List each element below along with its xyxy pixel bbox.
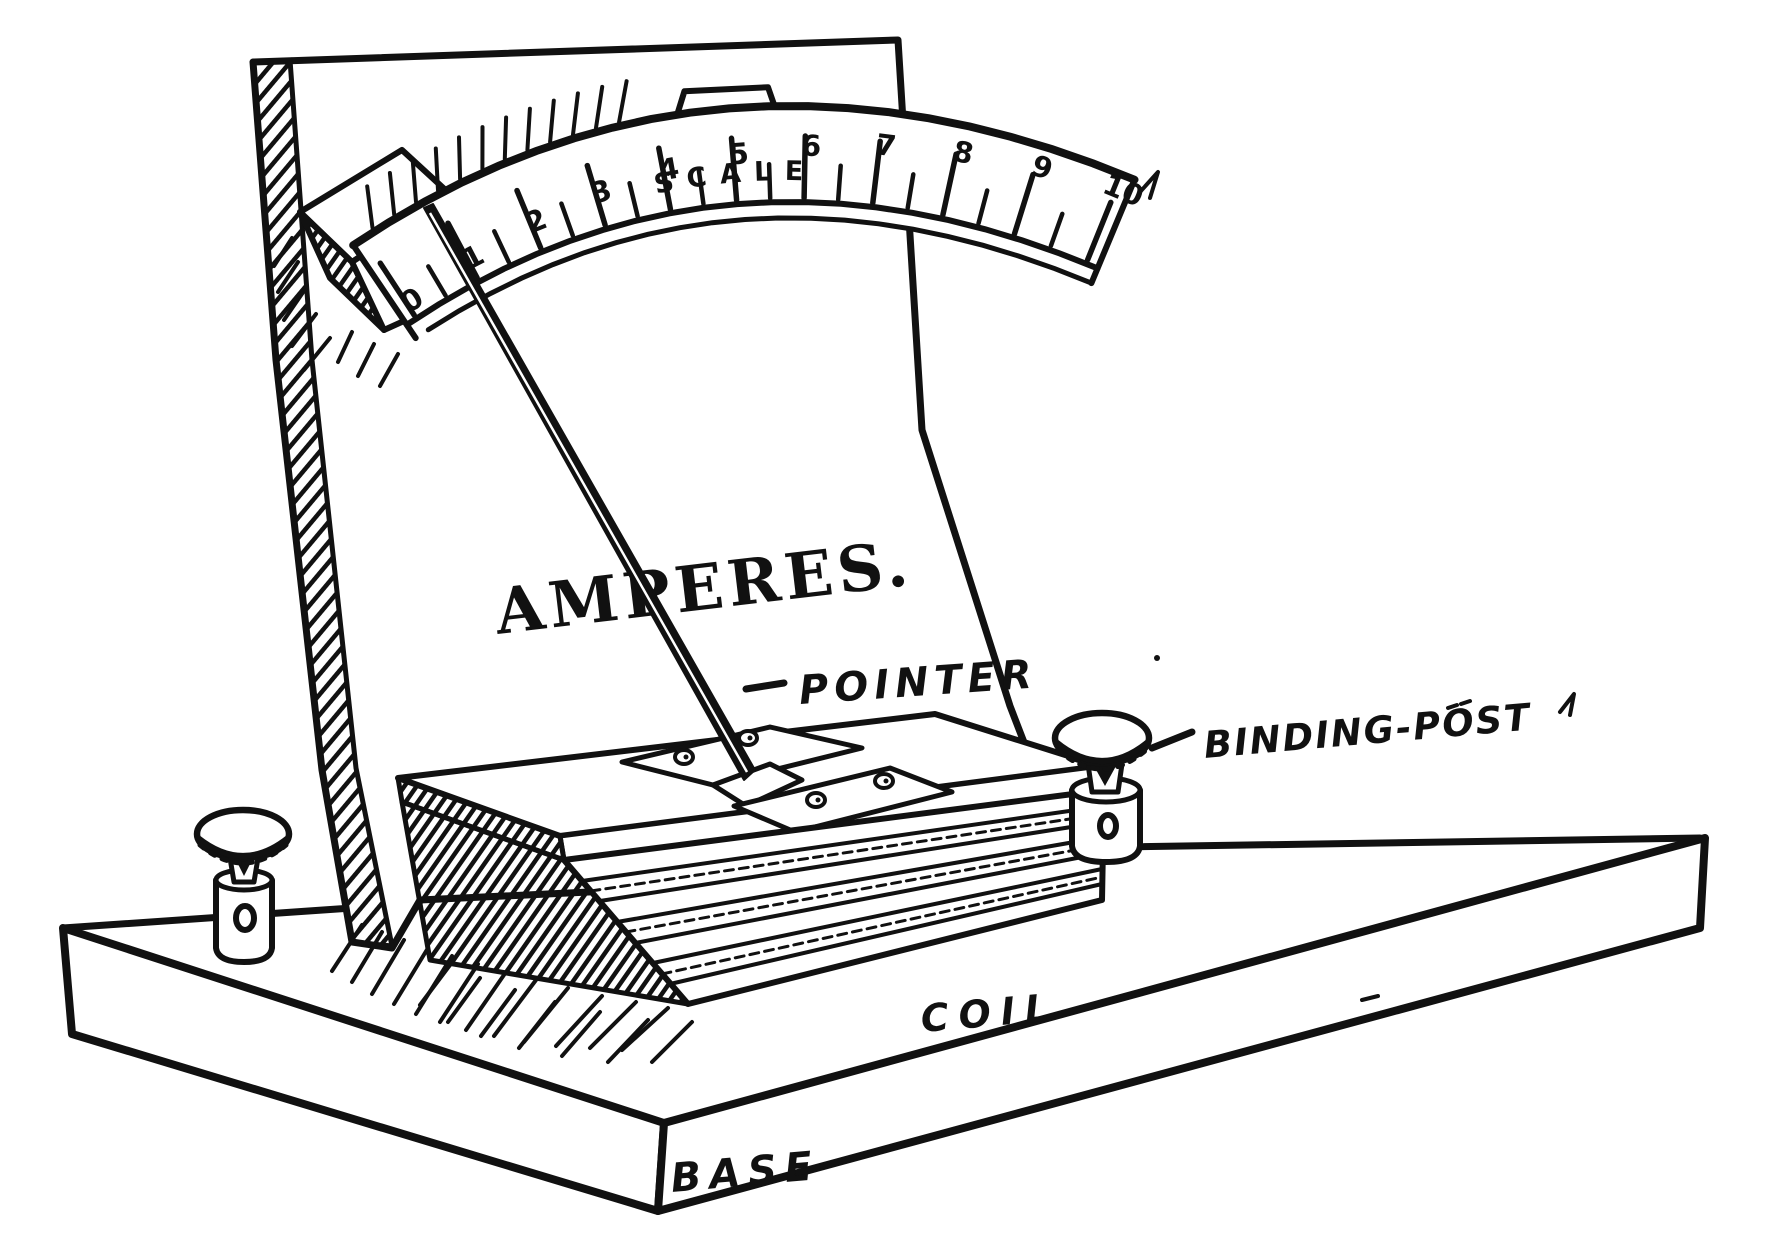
scale-tick-major	[514, 187, 544, 251]
base-block	[59, 834, 1709, 1215]
scale-tick-major	[940, 151, 959, 218]
scale-tick-major	[801, 133, 809, 201]
screw-dot	[883, 778, 889, 784]
binding-post-flick	[1558, 692, 1576, 717]
screw-dot	[747, 735, 753, 741]
scale-tick-major	[445, 220, 480, 281]
scale-tick-minor	[696, 167, 706, 206]
base-surface-mark	[1360, 994, 1380, 1002]
pointer-leader-dash	[742, 679, 788, 693]
scale-left-cap	[350, 242, 419, 342]
coil-left-face	[399, 799, 691, 1007]
coil-lamination-lines	[580, 804, 1106, 986]
binding-post-leader-dash	[1148, 728, 1196, 752]
binding-post-right	[1051, 709, 1153, 865]
coil-shadow-hatch	[418, 963, 694, 1064]
scale-tick-major	[656, 145, 674, 212]
binding-post-left	[193, 806, 293, 965]
scale-end-flick	[1138, 170, 1160, 200]
scale-number-7: 7	[874, 127, 898, 163]
scale-tick-minor	[1048, 211, 1065, 249]
hub-shadow-hatch	[272, 236, 400, 388]
screw-dot	[815, 797, 821, 803]
scale-tick-minor	[426, 264, 448, 298]
post-knob	[1051, 709, 1153, 767]
coil-lamination-texture	[589, 812, 1105, 976]
post-wire-hole	[1097, 812, 1119, 840]
post-knob-rim	[195, 835, 291, 859]
scale-tick-minor	[976, 188, 990, 226]
scale-inner-edge	[403, 199, 1101, 328]
scale-tick-minor	[559, 201, 576, 238]
scale-tick-major	[728, 135, 740, 203]
base-back-edge-right	[1054, 834, 1704, 852]
coil-front-plate	[731, 765, 955, 835]
scale-tick-major	[377, 260, 417, 318]
scale-band-body	[353, 106, 1135, 339]
scale-shadow-hatch	[365, 79, 629, 230]
label-binding-post: BINDING-POST	[1202, 695, 1534, 767]
post-knurl	[1055, 747, 1149, 772]
post-neck-notch	[1094, 766, 1116, 786]
scale-tick-minor	[766, 161, 773, 201]
coil-block	[395, 711, 1107, 1064]
scale-outer-edge	[349, 102, 1139, 250]
ink-speck	[1154, 655, 1160, 661]
scale-tick-major	[584, 162, 608, 228]
scale-number-5: 5	[727, 136, 750, 171]
scale-tick-major	[870, 138, 883, 206]
scale-tick-major	[1011, 171, 1036, 237]
scale-tick-minor	[835, 163, 843, 202]
pointer-needle	[423, 203, 756, 781]
scale-tick-major	[1084, 199, 1114, 263]
scale-right-cap	[1088, 176, 1138, 287]
screw-dot	[683, 754, 689, 760]
panel-left-edge	[250, 57, 396, 949]
scale-tick-minor	[492, 229, 512, 265]
post-wire-hole	[233, 903, 257, 933]
scale-tick-minor	[627, 180, 640, 219]
scale-tick-minor	[905, 172, 916, 211]
scale-number-6: 6	[801, 129, 822, 164]
post-knurl	[197, 842, 289, 866]
base-back-edge-left	[59, 904, 356, 932]
binding-post-quote-marks	[1446, 699, 1472, 710]
base-front-face	[654, 834, 1709, 1215]
scale-rim-edge	[425, 215, 1094, 333]
needle-highlight	[428, 212, 749, 773]
post-knob-rim	[1053, 739, 1151, 764]
